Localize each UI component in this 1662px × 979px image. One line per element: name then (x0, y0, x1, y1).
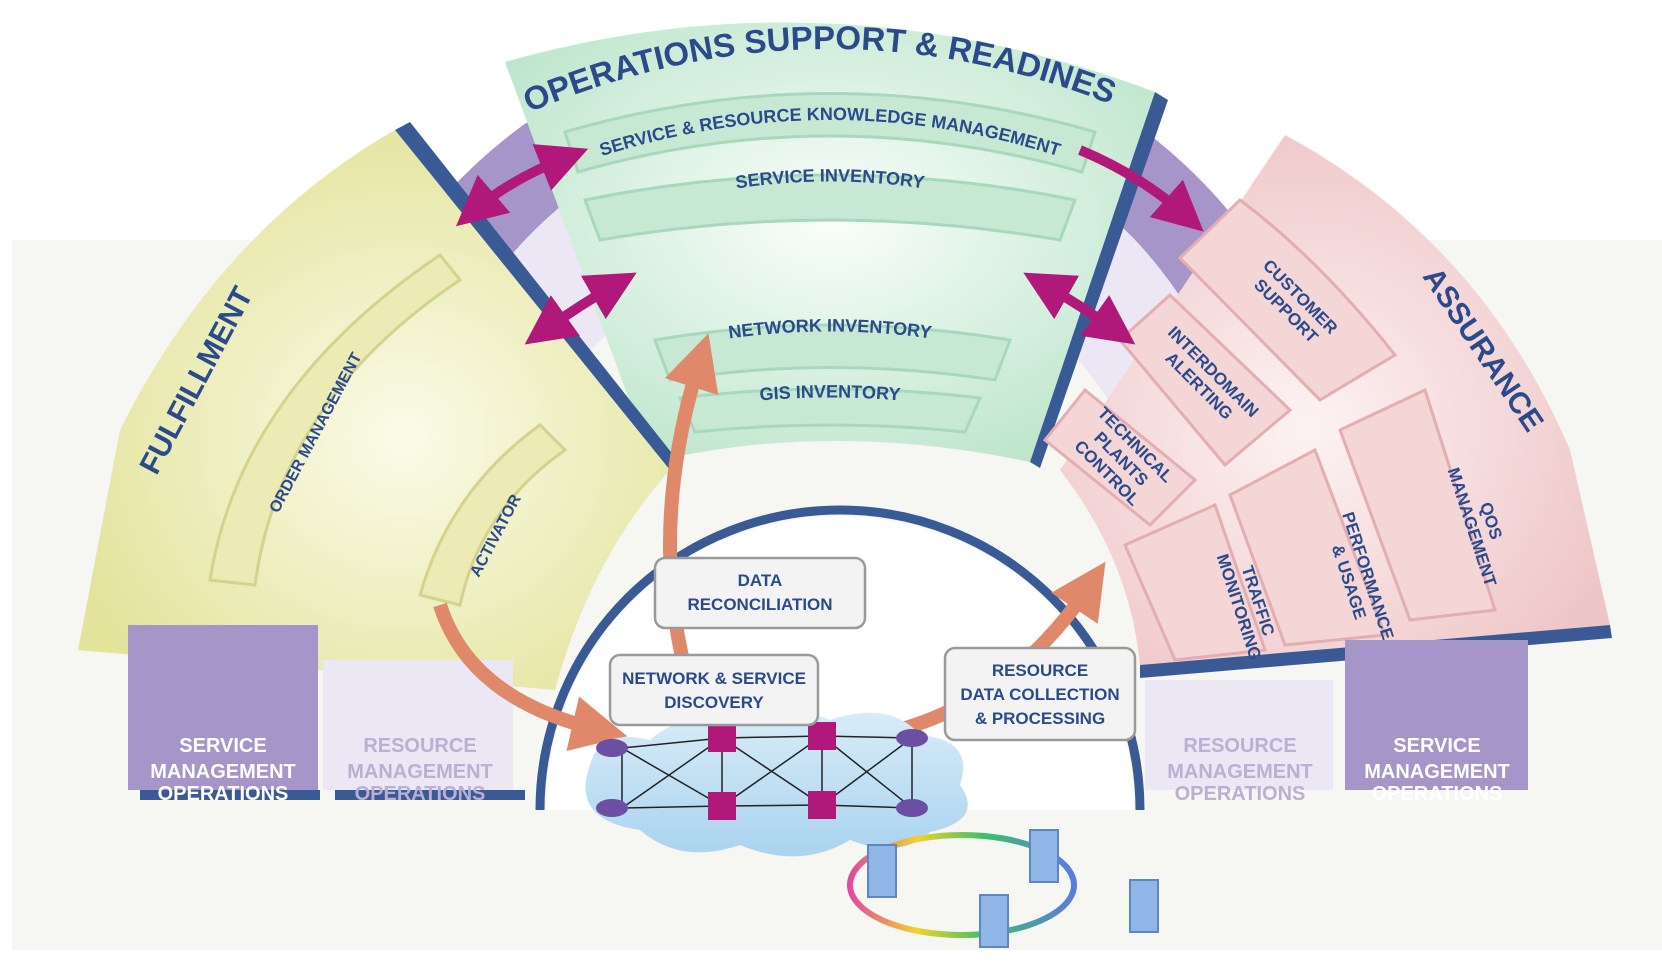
svg-text:OPERATIONS: OPERATIONS (1175, 783, 1306, 805)
footer-left-resource: RESOURCE MANAGEMENT OPERATIONS (347, 735, 493, 805)
svg-text:OPERATIONS: OPERATIONS (158, 783, 289, 805)
collection-line2: DATA COLLECTION (960, 685, 1119, 704)
switch-node (808, 791, 836, 819)
sdh-nodes (867, 829, 1159, 948)
band-activator (418, 423, 568, 607)
box-traffic-monitoring (1123, 502, 1268, 662)
svg-text:RESOURCE: RESOURCE (1183, 735, 1296, 757)
data-reconciliation-line2: RECONCILIATION (687, 595, 832, 614)
box-data-reconciliation: DATA RECONCILIATION (653, 556, 867, 630)
svg-text:RESOURCE: RESOURCE (363, 735, 476, 757)
box-performance-usage (1228, 447, 1388, 647)
ring-node (1029, 829, 1059, 883)
gis-inventory-label: GIS INVENTORY (759, 381, 901, 404)
router-node (896, 799, 928, 817)
arrow-oss-assurance-top (1078, 145, 1204, 232)
footer-left-service-shadow (140, 790, 320, 800)
band-service-inventory (582, 173, 1078, 242)
footer-right-resource: RESOURCE MANAGEMENT OPERATIONS (1167, 735, 1313, 805)
svg-text:MANAGEMENT: MANAGEMENT (347, 761, 493, 783)
router-node (596, 799, 628, 817)
ring-node (979, 894, 1009, 948)
discovery-line2: DISCOVERY (664, 693, 764, 712)
router-node (896, 729, 928, 747)
data-reconciliation-line1: DATA (738, 571, 783, 590)
arrow-oss-fulfillment-top (456, 144, 589, 227)
switch-node (708, 792, 736, 820)
box-qos-management (1338, 387, 1497, 622)
ring-node (867, 844, 897, 898)
sdh-ring (847, 832, 1077, 938)
footer-right-service-bg (1345, 640, 1528, 790)
network-routers (596, 722, 928, 820)
svg-text:OPERATIONS: OPERATIONS (355, 783, 486, 805)
svg-text:MANAGEMENT: MANAGEMENT (1364, 761, 1510, 783)
network-cloud (585, 711, 968, 857)
arrow-oss-fulfillment-mid (524, 272, 637, 345)
router-node (596, 739, 628, 757)
network-mesh (621, 735, 913, 809)
box-resource-data-collection: RESOURCE DATA COLLECTION & PROCESSING (943, 646, 1137, 742)
assurance-grid (1042, 198, 1497, 662)
band-gis-inventory (677, 387, 983, 434)
arrow-oss-assurance-mid (1023, 272, 1136, 345)
svg-text:MANAGEMENT: MANAGEMENT (150, 761, 296, 783)
band-order-management (208, 252, 463, 587)
box-technical-plants (1042, 387, 1198, 528)
footer-left-service-bg (128, 625, 318, 790)
svg-text:OPERATIONS: OPERATIONS (1372, 783, 1503, 805)
ring-node (1129, 879, 1159, 933)
switch-node (808, 722, 836, 750)
magenta-arrows (456, 144, 1204, 345)
collection-line3: & PROCESSING (975, 709, 1105, 728)
svg-text:MANAGEMENT: MANAGEMENT (1167, 761, 1313, 783)
box-interdomain-alerting (1117, 292, 1293, 468)
footer-right-service: SERVICE MANAGEMENT OPERATIONS (1364, 735, 1510, 805)
arrow-activator-network (433, 602, 628, 751)
band-network-inventory (652, 323, 1013, 382)
footer-right-resource-bg (1145, 680, 1333, 790)
discovery-line1: NETWORK & SERVICE (622, 669, 806, 688)
svg-text:SERVICE: SERVICE (179, 735, 266, 757)
collection-line1: RESOURCE (992, 661, 1088, 680)
box-customer-support (1177, 198, 1398, 402)
footer-left-resource-shadow (335, 790, 525, 800)
svg-text:SERVICE: SERVICE (1393, 735, 1480, 757)
switch-node (708, 724, 736, 752)
footer-left-resource-bg (323, 660, 513, 790)
footer-left-service: SERVICE MANAGEMENT OPERATIONS (150, 735, 296, 805)
box-network-service-discovery: NETWORK & SERVICE DISCOVERY (608, 653, 820, 727)
